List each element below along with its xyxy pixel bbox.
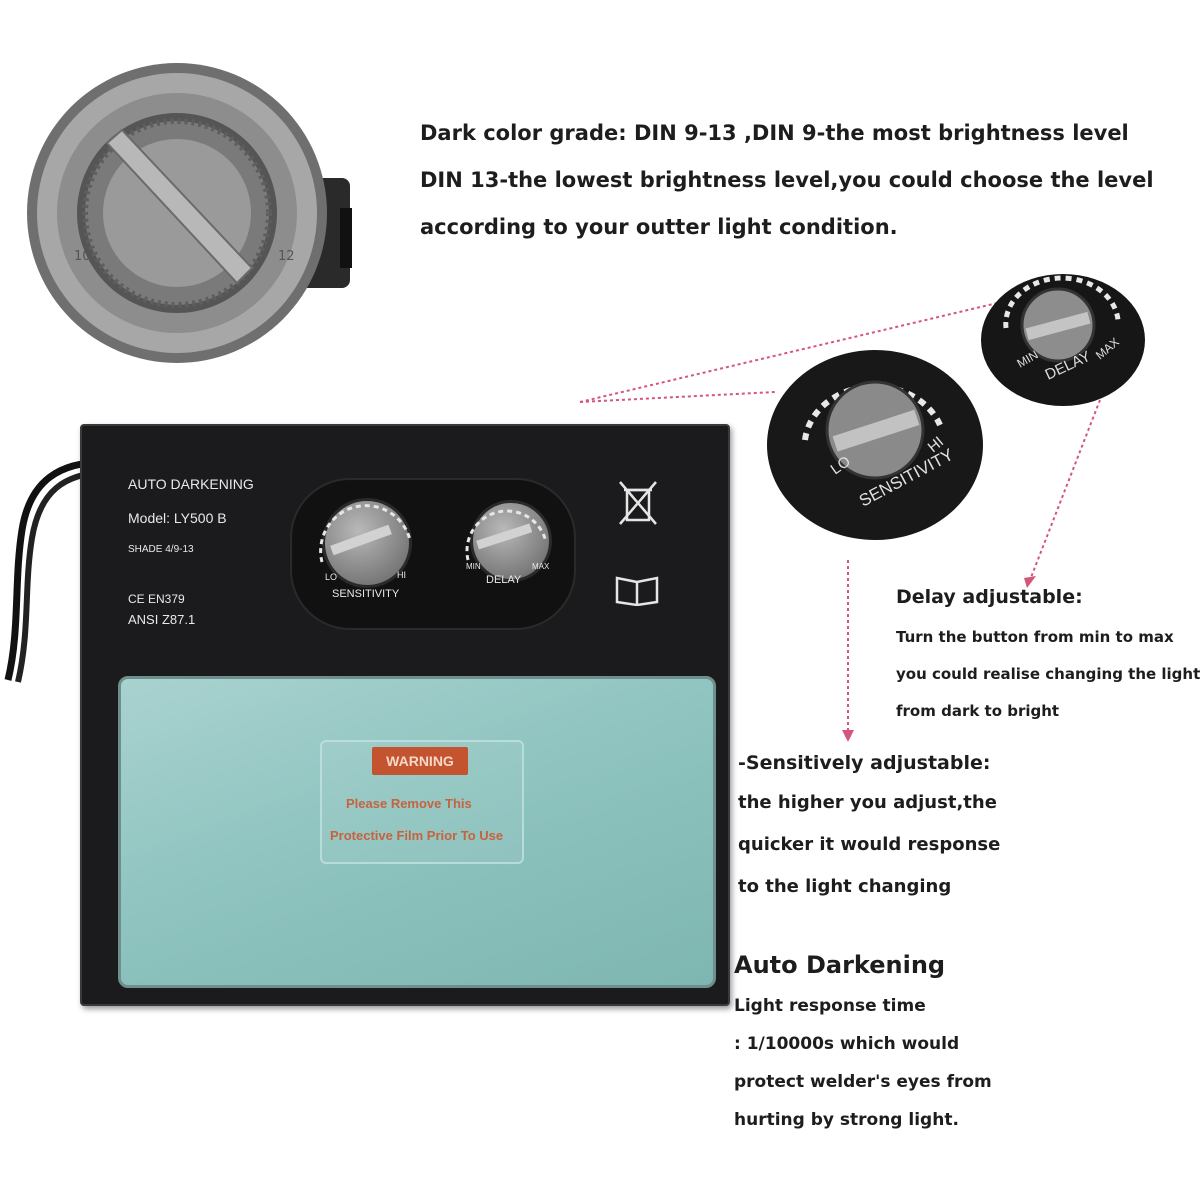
- delay-line-1: Turn the button from min to max: [896, 628, 1174, 646]
- panel-sensitivity-label: SENSITIVITY: [332, 588, 400, 600]
- sensitivity-text: the higher you adjust,the quicker it wou…: [738, 792, 1000, 918]
- intro-line-2: DIN 13-the lowest brightness level,you c…: [420, 168, 1154, 192]
- panel-min-label: MIN: [466, 562, 481, 571]
- auto-line-1: Light response time: [734, 996, 926, 1016]
- svg-text:10: 10: [74, 249, 91, 264]
- dial-pointers: [319, 504, 548, 563]
- panel-title: AUTO DARKENING: [128, 476, 254, 492]
- large-dial-icon: 10 12: [22, 48, 358, 378]
- warning-line-2: Protective Film Prior To Use: [330, 828, 504, 843]
- delay-line-3: from dark to bright: [896, 702, 1060, 720]
- power-cable: [4, 458, 106, 683]
- delay-heading: Delay adjustable:: [896, 586, 1083, 608]
- sensitivity-line-1: the higher you adjust,the: [738, 792, 997, 813]
- auto-line-3: protect welder's eyes from: [734, 1072, 992, 1092]
- auto-text: Light response time : 1/10000s which wou…: [734, 996, 992, 1148]
- panel-ce: CE EN379: [128, 592, 185, 606]
- no-trash-bin-icon: [616, 478, 660, 528]
- panel-hi-label: HI: [397, 570, 406, 580]
- intro-line-3: according to your outter light condition…: [420, 215, 898, 239]
- panel-lo-label: LO: [325, 572, 338, 582]
- sensitivity-heading: -Sensitively adjustable:: [738, 752, 991, 774]
- warning-line-1: Please Remove This: [346, 796, 472, 811]
- viewing-lens: [118, 676, 716, 988]
- intro-text: Dark color grade: DIN 9-13 ,DIN 9-the mo…: [420, 110, 1154, 251]
- delay-text: Turn the button from min to max you coul…: [896, 628, 1200, 739]
- sensitivity-line-2: quicker it would response: [738, 834, 1001, 855]
- auto-heading: Auto Darkening: [734, 951, 946, 979]
- svg-text:12: 12: [278, 249, 295, 264]
- panel-model: Model: LY500 B: [128, 510, 227, 526]
- panel-ansi: ANSI Z87.1: [128, 612, 196, 627]
- delay-line-2: you could realise changing the light: [896, 665, 1200, 683]
- panel-shade: SHADE 4/9-13: [128, 544, 194, 555]
- sensitivity-knob-icon: LO SENSITIVITY HI: [765, 345, 990, 545]
- warning-badge: WARNING: [372, 747, 468, 775]
- intro-line-1: Dark color grade: DIN 9-13 ,DIN 9-the mo…: [420, 121, 1129, 145]
- panel-max-label: MAX: [532, 562, 550, 571]
- auto-line-4: hurting by strong light.: [734, 1110, 959, 1130]
- auto-line-2: : 1/10000s which would: [734, 1034, 960, 1054]
- sensitivity-line-3: to the light changing: [738, 876, 952, 897]
- panel-delay-label: DELAY: [486, 574, 522, 586]
- manual-book-icon: [614, 574, 660, 607]
- delay-knob-icon: MIN DELAY MAX: [978, 270, 1148, 410]
